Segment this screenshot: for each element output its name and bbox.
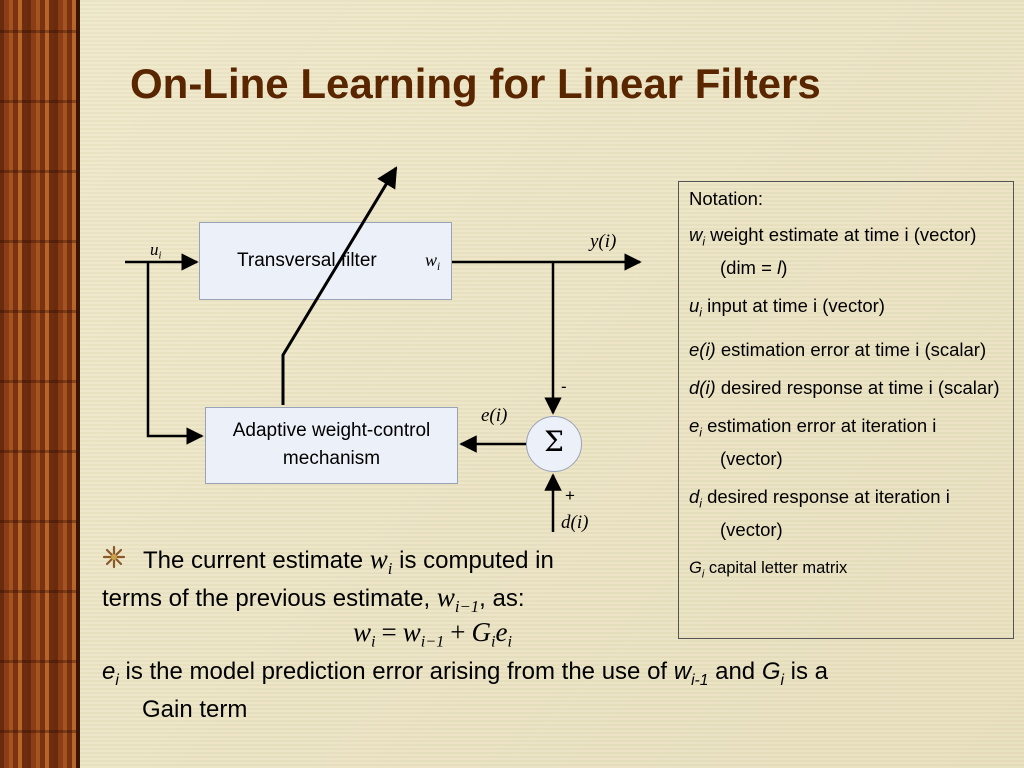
filter-weight-label: wi [425,250,441,273]
footer-line-1: ei is the model prediction error arising… [102,658,828,689]
footer-line-2: Gain term [142,695,248,723]
transversal-filter-label: Transversal filter [237,250,377,271]
notation-item-e-time: e(i) estimation error at time i (scalar) [689,339,987,361]
summing-junction [526,416,582,472]
bullet-line-1: The current estimate wi is computed in [143,544,554,578]
plus-sign: + [565,486,575,505]
footer-text: ei is the model prediction error arising… [102,657,1002,724]
update-equation: wi=wi−1+Giei [353,617,512,651]
notation-item-g: Gi capital letter matrix [689,558,848,581]
sigma-symbol: Σ [544,425,564,458]
notation-heading: Notation: [689,188,764,209]
bullet-line-2: terms of the previous estimate, wi−1, as… [102,582,525,616]
notation-item-d-iter: di desired response at iteration i (vect… [689,486,950,540]
adaptive-weight-label: Adaptive weight-control mechanism [232,420,431,469]
sparkle-bullet-icon [102,545,126,569]
notation-item-w: wi weight estimate at time i (vector) (d… [689,224,977,278]
notation-item-e-iter: ei estimation error at iteration i (vect… [689,415,937,470]
adaptive-weight-box [205,407,458,484]
output-label: y(i) [590,231,617,252]
minus-sign: - [561,377,567,396]
input-label: ui [150,240,162,262]
notation-item-d-time: d(i) desired response at time i (scalar) [689,377,1000,399]
error-label: e(i) [481,405,508,426]
wood-border [0,0,76,768]
notation-item-u: ui input at time i (vector) [689,294,885,320]
notation-box: Notation: wi weight estimate at time i (… [678,181,1014,639]
desired-label: d(i) [561,512,589,533]
slide-title: On-Line Learning for Linear Filters [130,60,821,107]
wood-border-edge [76,0,80,768]
